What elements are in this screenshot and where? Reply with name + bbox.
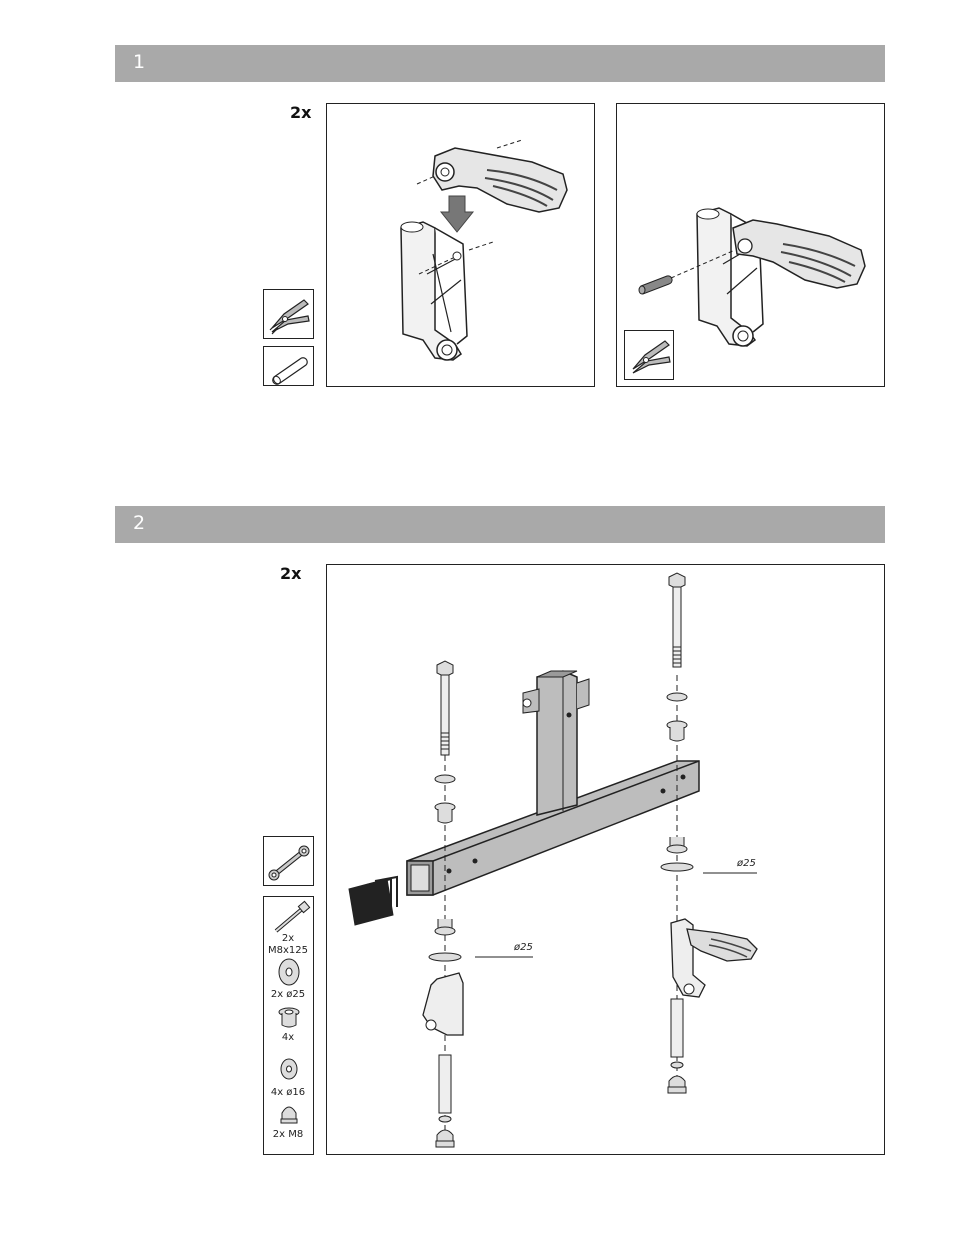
parts-list-box: 2x M8x125 2x ø25 4x 4x ø16 2x M8 [263,896,314,1155]
right-bushing-top [667,721,687,741]
left-bolt [437,661,453,755]
step-2-quantity: 2x [280,564,301,583]
step-2-assembly-panel: ø25 ø25 [326,564,885,1155]
pedal-insert-illustration [327,104,596,388]
cap-nut-icon [281,1107,297,1123]
left-large-washer [429,953,461,961]
pin-tool-box [263,346,314,386]
vertical-post [523,671,589,815]
step-1-panel-insert-pin [616,103,885,387]
right-diameter-callout: ø25 [737,858,756,869]
frame-assembly-illustration [327,565,886,1156]
right-washer-top [667,693,687,701]
left-small-washer [439,1116,451,1122]
step-1-header: 1 [115,45,885,82]
small-washer-icon [281,1059,297,1079]
left-washer-top [435,775,455,783]
right-small-washer [671,1062,683,1068]
step-1-quantity: 2x [290,103,311,122]
pin-icon [264,347,315,387]
end-cap [349,877,397,925]
left-bushing-top [435,803,455,823]
bushing-icon [279,1008,299,1027]
right-cap-nut [668,1076,686,1093]
bolt-icon [276,901,310,931]
pliers-icon [625,331,675,381]
left-tube [439,1055,451,1113]
left-bushing-bottom [435,919,455,935]
bolt-quantity-label: 2x [264,933,312,945]
step-2-header: 2 [115,506,885,543]
right-large-washer [661,863,693,871]
large-washer-label: 2x ø25 [264,989,312,1001]
left-cap-nut [436,1130,454,1147]
right-bolt [669,573,685,667]
large-washer-icon [279,959,299,985]
step-2-number: 2 [133,512,145,534]
bushing-label: 4x [264,1032,312,1044]
step-1-number: 1 [133,51,145,73]
pliers-icon [264,290,315,340]
pliers-tool-box [263,289,314,339]
right-bracket-with-pedal [671,919,757,997]
wrench-icon [264,837,315,887]
right-bushing-bottom [667,837,687,853]
pliers-inset-box [624,330,674,380]
left-bracket [423,973,463,1035]
bolt-size-label: M8x125 [264,945,312,957]
step-1-panel-insert-pedal [326,103,595,387]
small-washer-label: 4x ø16 [264,1087,312,1099]
right-tube [671,999,683,1057]
cap-nut-label: 2x M8 [264,1129,312,1141]
wrench-tool-box [263,836,314,886]
left-diameter-callout: ø25 [514,942,533,953]
